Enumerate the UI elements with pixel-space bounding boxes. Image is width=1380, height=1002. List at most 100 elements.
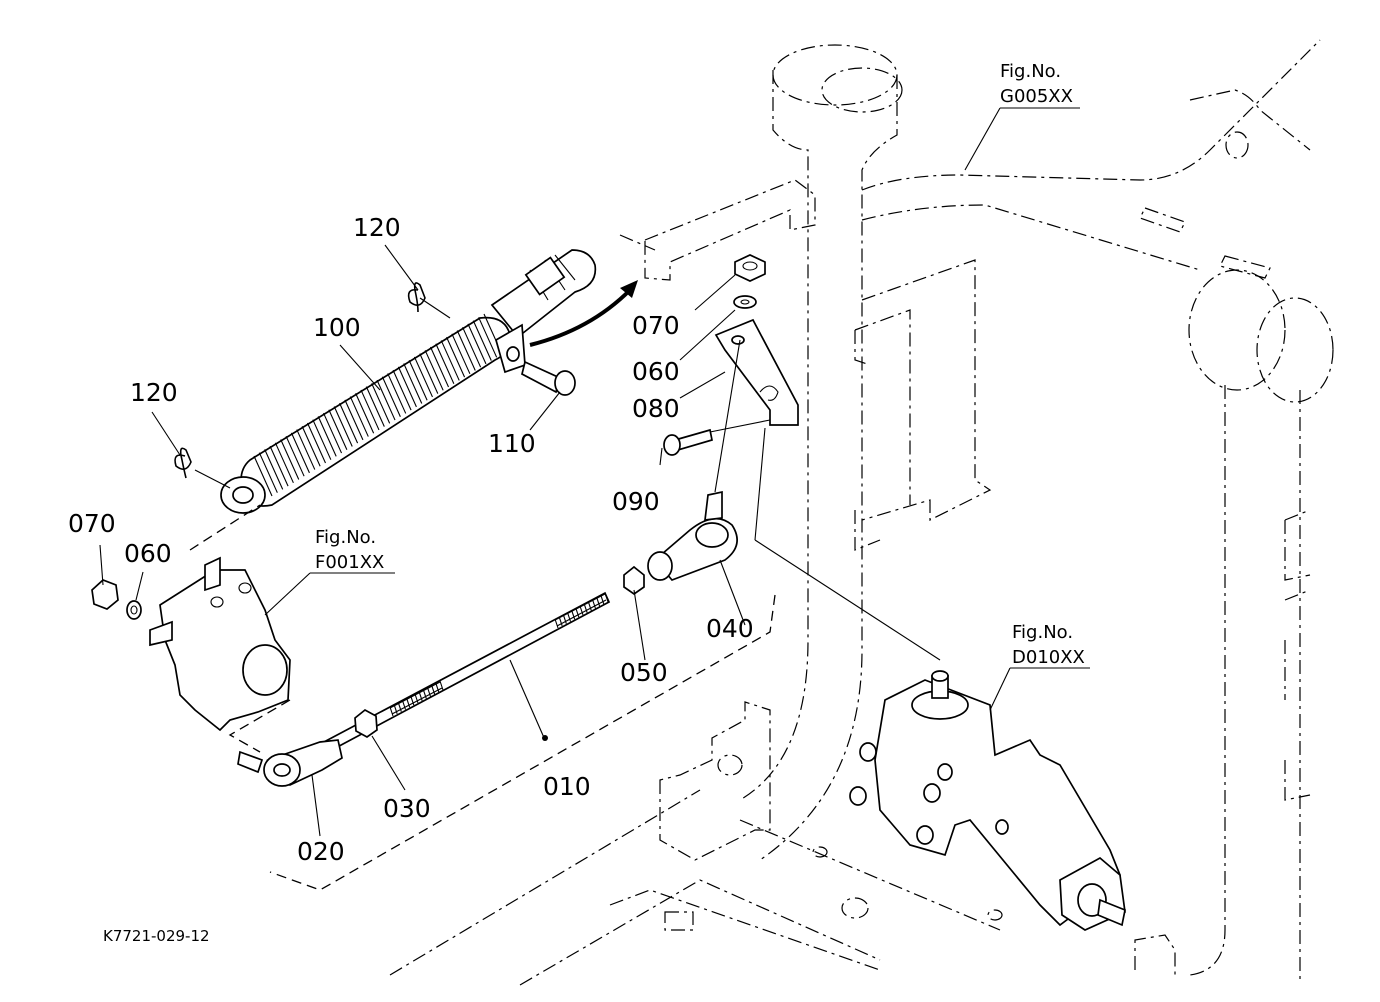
spring-coil [301, 426, 321, 467]
fig-ref-d010-line2: D010XX [1012, 647, 1085, 668]
spring-coil [408, 360, 428, 401]
spring-coil [344, 399, 364, 441]
nut-070-left [91, 579, 119, 610]
ball-joint-040 [647, 490, 738, 582]
rod-thread [600, 594, 605, 605]
washer-060-left [126, 600, 142, 620]
label-010: 010 [543, 772, 591, 801]
nut-030 [354, 708, 378, 738]
spring-coil [446, 336, 466, 378]
washer-060-right [733, 295, 757, 309]
spring-coil [258, 452, 278, 493]
label-030: 030 [383, 794, 431, 823]
label-090: 090 [612, 487, 660, 516]
rod-thread [571, 610, 576, 620]
spring-coil [435, 343, 455, 384]
rod-thread [587, 601, 592, 611]
spring-coil [413, 356, 433, 398]
spring-coil [403, 363, 423, 404]
rod-thread [389, 706, 394, 717]
label-070-left: 070 [68, 509, 116, 538]
spring-coil [478, 317, 498, 358]
spring-coil [472, 320, 492, 361]
spring-coil [317, 416, 337, 457]
label-100: 100 [313, 313, 361, 342]
clip-120-top [407, 282, 426, 313]
fig-ref-f001-line1: Fig.No. [315, 527, 376, 548]
drawing-code: K7721-029-12 [103, 927, 210, 945]
spring-coil [467, 323, 487, 365]
spring-coil [339, 402, 359, 444]
spring-coil [392, 369, 412, 411]
rod-thread [566, 612, 572, 622]
alignment-lines [189, 504, 776, 891]
spring-cylinder-assembly [220, 249, 597, 514]
nut-070-right [734, 254, 766, 282]
spring-coil [376, 379, 396, 421]
label-120-top: 120 [353, 213, 401, 242]
rod-thread [604, 592, 609, 603]
rod-thread [397, 702, 402, 712]
assembly-arrow [529, 288, 632, 347]
rod-thread [414, 693, 419, 704]
rod-thread [435, 682, 440, 693]
spring-coil [312, 419, 332, 460]
spring-coil [253, 455, 273, 497]
fig-ref-g005-line1: Fig.No. [1000, 61, 1061, 82]
left-bracket [149, 556, 291, 732]
rod-thread [422, 689, 427, 699]
rod-thread [591, 599, 597, 609]
figure-references: Fig.No. G005XX Fig.No. F001XX Fig.No. D0… [315, 61, 1085, 668]
label-110: 110 [488, 429, 536, 458]
spring-coil [269, 445, 289, 487]
spring-coil [462, 326, 482, 368]
label-040: 040 [706, 614, 754, 643]
label-080: 080 [632, 394, 680, 423]
spring-coil [296, 429, 316, 470]
tractor-frame [389, 39, 1334, 986]
spring-coil [451, 333, 471, 375]
label-020: 020 [297, 837, 345, 866]
rod-thread [579, 605, 584, 616]
fig-ref-f001-line2: F001XX [315, 552, 384, 573]
spring-coil [285, 435, 305, 477]
spring-coil [365, 386, 385, 427]
spring-coil [306, 422, 326, 464]
rod-thread [583, 603, 588, 614]
spring-coil [355, 393, 375, 434]
rod-thread [393, 704, 398, 715]
spring-coil [419, 353, 439, 394]
spring-coil [424, 350, 444, 391]
bolt-090 [663, 428, 713, 456]
label-060-right: 060 [632, 357, 680, 386]
part-number-labels: 120 100 120 110 070 060 080 090 040 050 … [68, 213, 754, 866]
label-120-left: 120 [130, 378, 178, 407]
rod-thread [554, 618, 559, 629]
valve-assembly [849, 670, 1126, 931]
lever-080 [714, 318, 799, 426]
spring-coil [387, 373, 407, 414]
spring-coil [381, 376, 401, 417]
spring-coil [440, 340, 460, 381]
spring-coil [280, 439, 300, 480]
label-070-right: 070 [632, 311, 680, 340]
spring-coil [290, 432, 310, 474]
arrow-head [620, 280, 638, 298]
spring-coil [397, 366, 417, 408]
rod-thread [431, 685, 436, 695]
spring-coil [430, 346, 450, 388]
rod-thread [401, 700, 407, 710]
rod-thread [410, 695, 415, 706]
spring-coil [360, 389, 380, 431]
rod-thread [426, 687, 432, 697]
clip-120-left [174, 447, 192, 479]
rod-thread [562, 614, 567, 624]
spring-coil [264, 449, 284, 490]
ball-joint-020 [237, 739, 343, 787]
label-050: 050 [620, 658, 668, 687]
pin-110 [521, 360, 576, 396]
fig-ref-g005-line2: G005XX [1000, 86, 1073, 107]
fig-ref-d010-line1: Fig.No. [1012, 622, 1073, 643]
spring-coil [349, 396, 369, 437]
spring-coil [333, 406, 353, 447]
